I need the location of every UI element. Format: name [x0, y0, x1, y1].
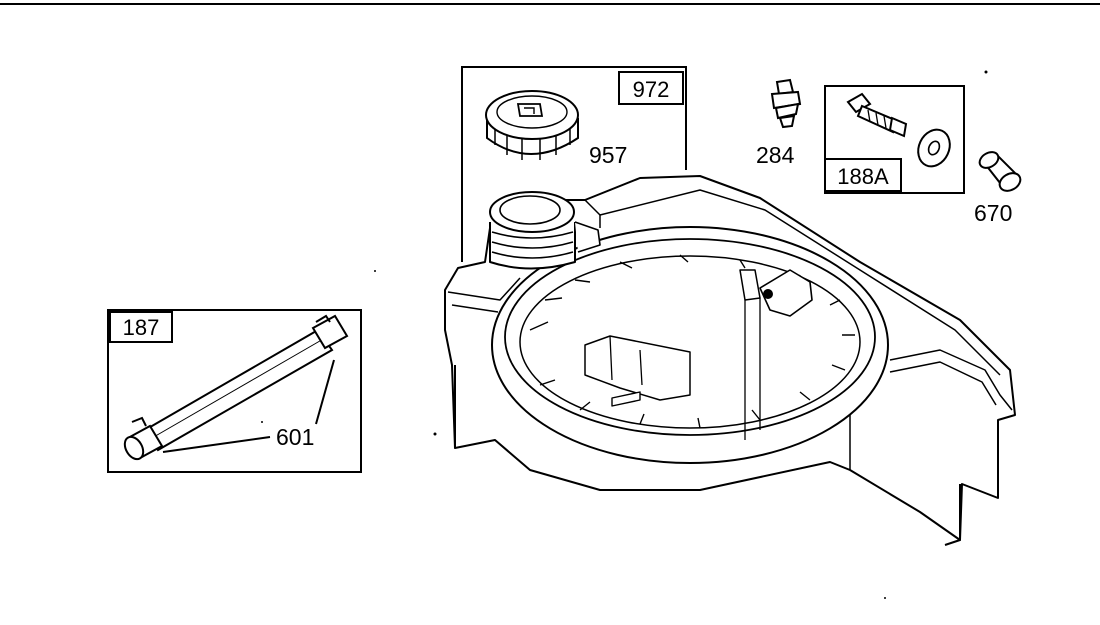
bushing-icon [978, 151, 1022, 192]
part-601-label: 601 [276, 424, 314, 450]
scan-specks [261, 70, 988, 599]
hose-clamp-icon [311, 314, 349, 350]
box-972-tag [618, 71, 684, 105]
box-187-label: 187 [123, 315, 160, 340]
box-972: 972 [461, 66, 687, 262]
box-188a-tag [824, 158, 902, 192]
box-972-label: 972 [633, 77, 670, 102]
hose-clamp-icon [123, 416, 164, 461]
part-670-label: 670 [974, 200, 1012, 226]
washer-icon [917, 128, 951, 168]
fitting-icon [770, 78, 802, 129]
fuel-tank-icon [444, 175, 1016, 546]
fuel-cap-icon [485, 90, 579, 160]
part-957-label: 957 [589, 142, 627, 168]
box-188a-label: 188A [837, 164, 889, 189]
part-284-label: 284 [756, 142, 795, 168]
box-188a: 188A [824, 85, 965, 194]
box-187: 187 601 [107, 309, 362, 473]
box-187-tag [109, 311, 173, 343]
screw-icon [846, 92, 908, 138]
